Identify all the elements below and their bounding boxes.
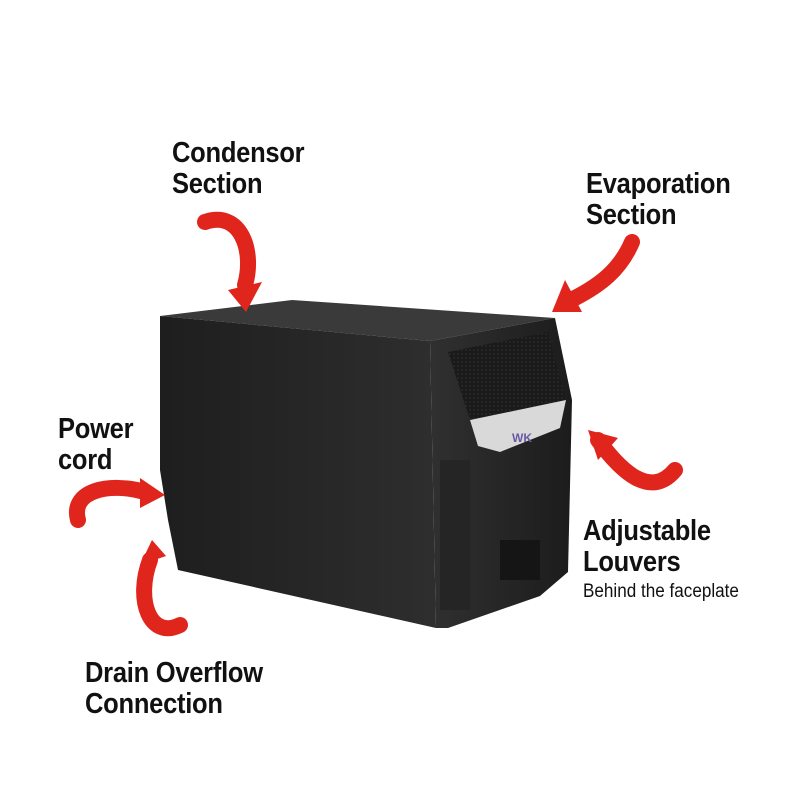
arrow-condensor-icon [197, 211, 257, 293]
adjustable-louvers-label: Adjustable Louvers [583, 516, 711, 578]
label-line: Section [172, 168, 263, 200]
arrow-evaporation-icon [567, 234, 640, 306]
label-line: cord [58, 444, 113, 476]
label-line: Power [58, 413, 134, 445]
faceplate [470, 400, 566, 452]
louvers-note: Behind the faceplate [583, 581, 739, 602]
label-line: Drain Overflow [85, 657, 263, 689]
label-line: Adjustable [583, 515, 711, 547]
arrow-drain-icon [136, 552, 188, 637]
logo-icon: WK [512, 431, 532, 445]
condensor-section-label: Condensor Section [172, 137, 305, 200]
label-line: Condensor [172, 137, 305, 169]
label-line: Evaporation [586, 168, 731, 200]
label-line: Louvers [583, 546, 681, 578]
power-cord-label: Power cord [58, 413, 134, 476]
label-line: Section [586, 199, 677, 231]
arrow-power-icon [69, 479, 153, 528]
cooling-unit: WK [160, 300, 572, 628]
drain-overflow-label: Drain Overflow Connection [85, 658, 263, 720]
label-line: Connection [85, 688, 223, 720]
evaporation-section-label: Evaporation Section [586, 169, 731, 231]
